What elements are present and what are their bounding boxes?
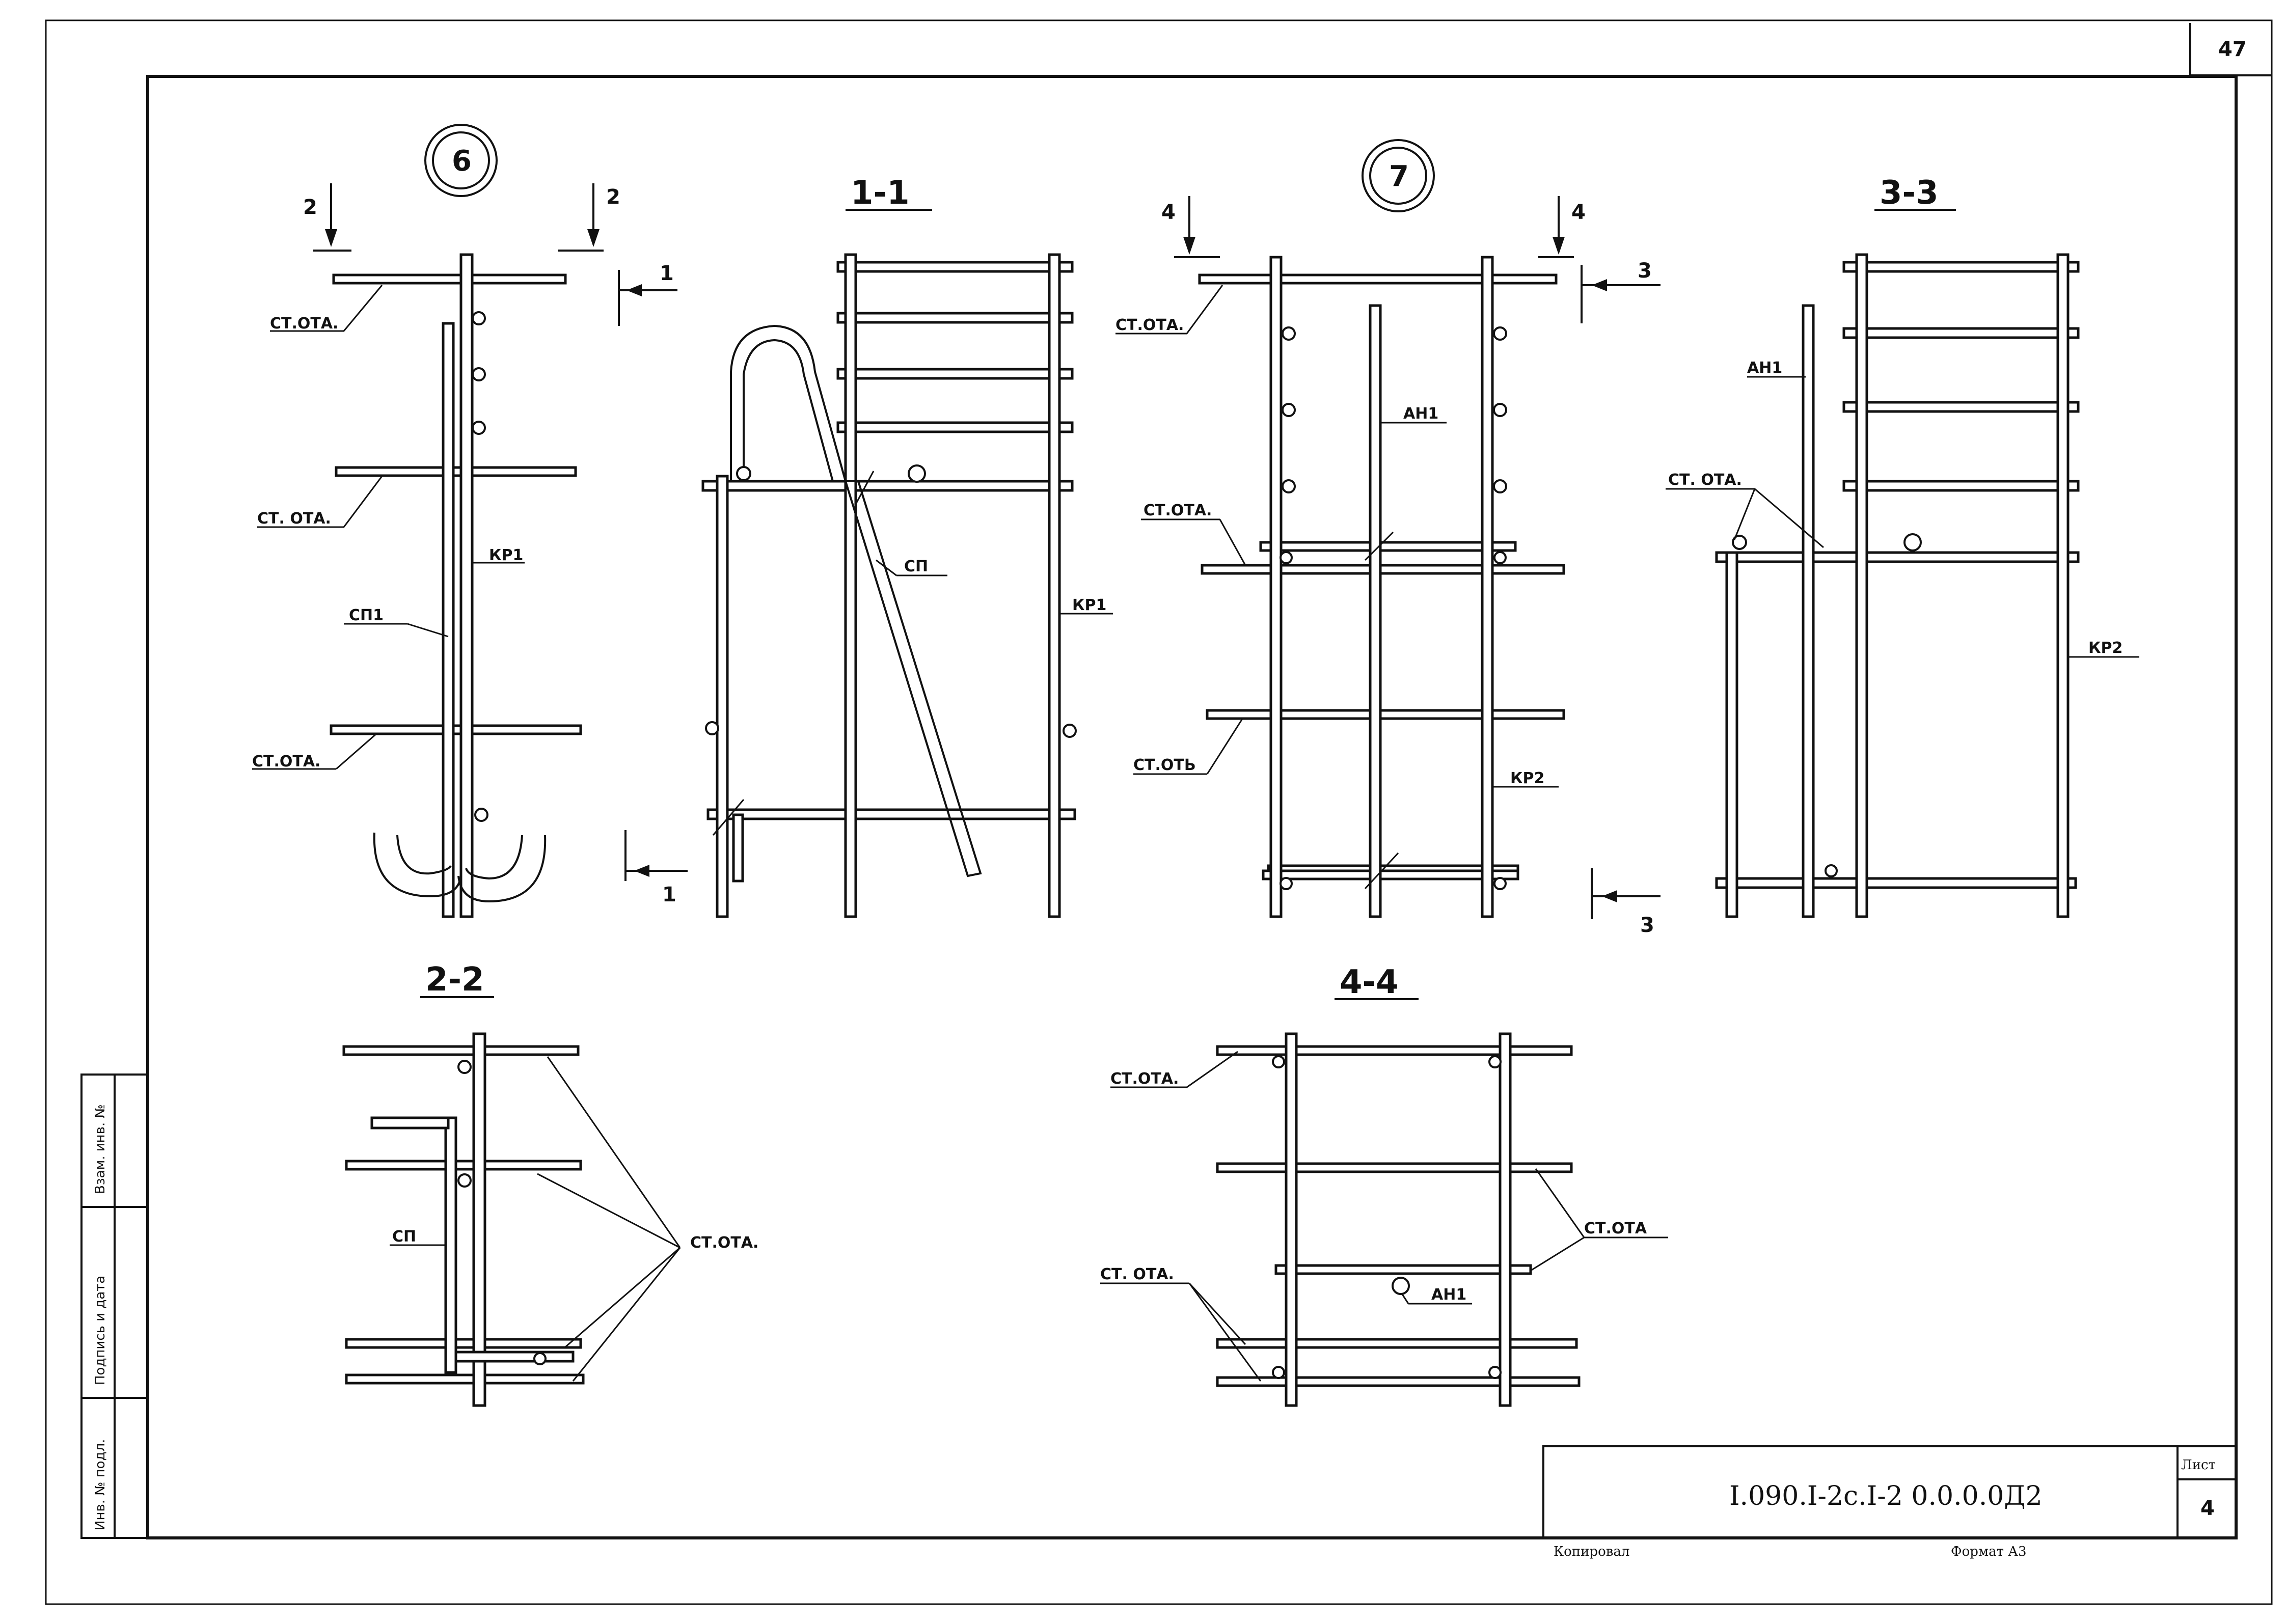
label-st-ota-4-4-3: СТ. ОТА.	[1100, 1265, 1174, 1283]
title-format: Формат А3	[1951, 1544, 2026, 1559]
title-block: I.090.I-2c.I-2 0.0.0.0Д2 Лист 4 Копирова…	[1542, 1445, 2237, 1559]
section-4-4-title: 4-4	[1340, 964, 1399, 1001]
label-sp-2-2: СП	[392, 1228, 416, 1246]
detail-7-number: 7	[1389, 160, 1409, 193]
label-st-ota-2: СТ. ОТА.	[257, 510, 331, 528]
label-st-ota-1: СТ.ОТА.	[270, 315, 338, 333]
label-st-ota-4-4-1: СТ.ОТА.	[1110, 1070, 1179, 1088]
inner-frame	[146, 75, 2238, 1539]
label-st-ota-3: СТ.ОТА.	[252, 753, 320, 770]
cut-mark-3-bottom: 3	[1640, 914, 1654, 937]
section-3-3-title: 3-3	[1880, 174, 1939, 212]
section-4-4: 4-4 СТ.ОТА. СТ.ОТА СТ. ОТА. АН1	[1100, 964, 1668, 1407]
section-2-2: 2-2 СП СТ.ОТА.	[342, 961, 758, 1407]
label-sp1: СП1	[349, 607, 384, 624]
title-copied: Копировал	[1554, 1544, 1629, 1559]
label-st-ota-d7-1: СТ.ОТА.	[1115, 316, 1184, 334]
stamp-podpis-data: Подпись и дата	[93, 1276, 108, 1385]
label-kr2-d7: КР2	[1510, 769, 1544, 787]
sheet-corner-number: 47	[2218, 38, 2247, 61]
detail-6-number: 6	[452, 145, 472, 178]
stamp-inv-podl: Инв. № подл.	[93, 1439, 108, 1530]
label-an1-4-4: АН1	[1431, 1286, 1466, 1304]
label-an1-d7: АН1	[1403, 405, 1438, 423]
label-st-ota-3-3: СТ. ОТА.	[1668, 471, 1742, 489]
outer-frame	[45, 19, 2273, 1605]
label-an1-3-3: АН1	[1747, 359, 1782, 377]
label-kr1-d6: КР1	[489, 546, 523, 564]
label-st-ota-2-2: СТ.ОТА.	[690, 1234, 758, 1252]
label-st-ota-d7-2: СТ.ОТА.	[1144, 502, 1212, 519]
section-1-1: 1-1 СП КР1	[701, 174, 1113, 918]
cut-mark-1-top: 1	[660, 262, 674, 285]
title-sheet-label: Лист	[2181, 1457, 2216, 1473]
label-sp-1-1: СП	[904, 558, 928, 575]
label-st-ota-d7-3: СТ.ОТЬ	[1133, 756, 1196, 774]
cut-mark-4-left: 4	[1161, 201, 1176, 224]
side-stamp: Инв. № подл. Подпись и дата Взам. инв. №	[80, 1074, 149, 1539]
detail-6: 6 2 2 1 1 СТ.ОТ	[252, 124, 688, 918]
section-3-3: 3-3 АН1 СТ. ОТА. КР2	[1666, 174, 2139, 918]
cut-mark-1-bottom: 1	[662, 883, 676, 906]
cut-mark-3-top: 3	[1638, 259, 1652, 283]
stamp-vzam-inv: Взам. инв. №	[93, 1104, 108, 1194]
label-kr2-3-3: КР2	[2088, 639, 2122, 657]
cut-mark-2-left: 2	[303, 196, 317, 219]
cut-mark-4-right: 4	[1571, 201, 1586, 224]
title-doc-code: I.090.I-2c.I-2 0.0.0.0Д2	[1729, 1481, 2043, 1511]
title-sheet-number: 4	[2200, 1497, 2215, 1520]
section-2-2-title: 2-2	[425, 961, 484, 999]
label-kr1-1-1: КР1	[1072, 596, 1106, 614]
detail-7: 7 4 4 3 3	[1115, 139, 1661, 937]
cut-mark-2-right: 2	[606, 185, 620, 209]
section-1-1-title: 1-1	[851, 174, 910, 212]
label-st-ota-4-4-2: СТ.ОТА	[1584, 1220, 1647, 1237]
